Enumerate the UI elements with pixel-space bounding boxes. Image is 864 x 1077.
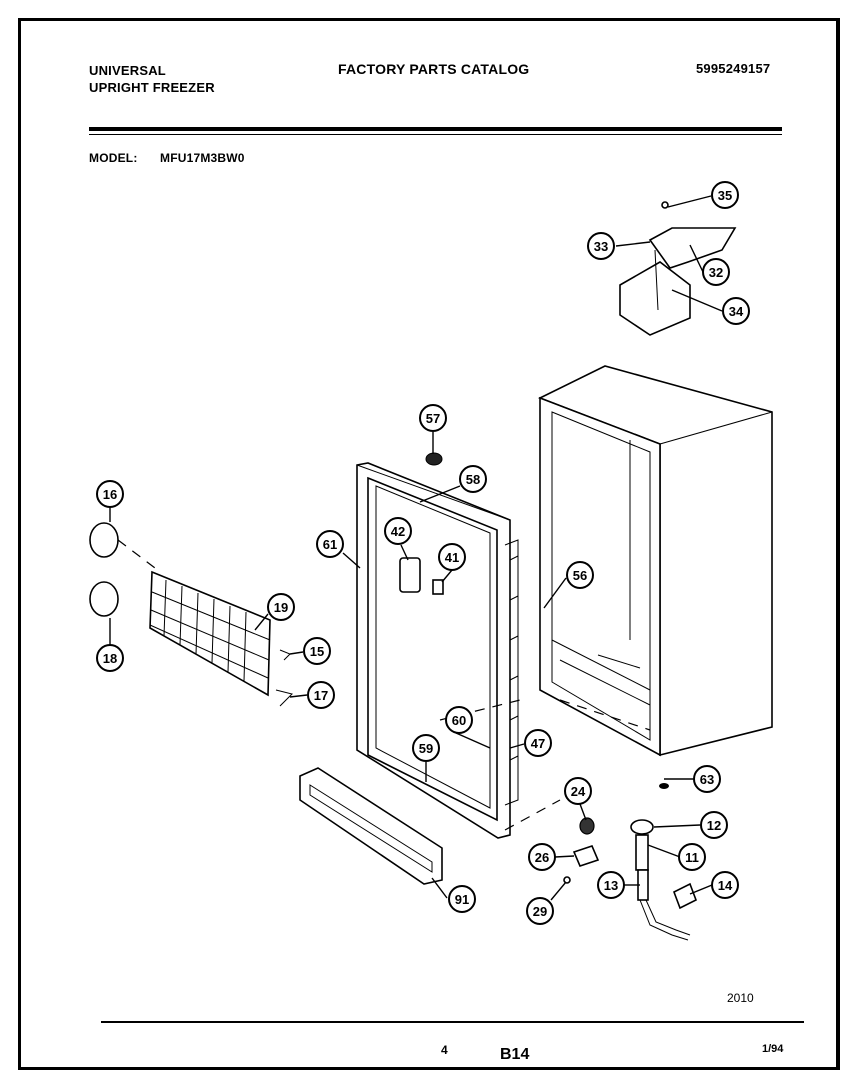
- svg-text:29: 29: [533, 904, 547, 919]
- page-number: 4: [441, 1043, 448, 1057]
- catalog-title: FACTORY PARTS CATALOG: [338, 61, 530, 77]
- callout-12: 12: [700, 811, 728, 839]
- svg-text:13: 13: [604, 878, 618, 893]
- screw-part: [279, 649, 291, 661]
- assembly-line: [117, 539, 156, 569]
- svg-text:41: 41: [445, 550, 459, 565]
- svg-text:19: 19: [274, 600, 288, 615]
- svg-text:15: 15: [310, 644, 324, 659]
- svg-text:58: 58: [466, 472, 480, 487]
- cabinet-part: [538, 365, 773, 757]
- callout-11: 11: [678, 843, 706, 871]
- callout-35: 35: [711, 181, 739, 209]
- kickplate-part: [299, 767, 443, 885]
- callout-34: 34: [722, 297, 750, 325]
- leg-parts: [563, 783, 698, 941]
- callout-29: 29: [526, 897, 554, 925]
- svg-text:17: 17: [314, 688, 328, 703]
- door-frame-part: [356, 462, 519, 839]
- svg-text:57: 57: [426, 411, 440, 426]
- svg-text:11: 11: [685, 850, 699, 865]
- header-rule-thin: [89, 134, 782, 135]
- callout-32: 32: [702, 258, 730, 286]
- top-hinge-part: [619, 201, 737, 336]
- svg-text:18: 18: [103, 651, 117, 666]
- svg-text:33: 33: [594, 239, 608, 254]
- drawing-number: 2010: [727, 991, 754, 1005]
- grille-part: [149, 570, 271, 697]
- svg-text:56: 56: [573, 568, 587, 583]
- callout-24: 24: [564, 777, 592, 805]
- callout-59: 59: [412, 734, 440, 762]
- callout-57: 57: [419, 404, 447, 432]
- revision-date: 1/94: [762, 1043, 784, 1055]
- callout-14: 14: [711, 871, 739, 899]
- callout-42: 42: [384, 517, 412, 545]
- svg-text:26: 26: [535, 850, 549, 865]
- model-value: MFU17M3BW0: [160, 151, 245, 165]
- callout-33: 33: [587, 232, 615, 260]
- svg-text:16: 16: [103, 487, 117, 502]
- callout-26: 26: [528, 843, 556, 871]
- svg-text:35: 35: [718, 188, 732, 203]
- assembly-line: [559, 699, 651, 731]
- switch-part: [399, 557, 421, 593]
- footer-rule: [101, 1021, 804, 1023]
- callout-58: 58: [459, 465, 487, 493]
- svg-text:63: 63: [700, 772, 714, 787]
- callout-47: 47: [524, 729, 552, 757]
- callout-17: 17: [307, 681, 335, 709]
- product-label: UPRIGHT FREEZER: [89, 80, 215, 95]
- callout-15: 15: [303, 637, 331, 665]
- svg-text:42: 42: [391, 524, 405, 539]
- callout-61: 61: [316, 530, 344, 558]
- svg-text:34: 34: [729, 304, 744, 319]
- callout-63: 63: [693, 765, 721, 793]
- callout-60: 60: [445, 706, 473, 734]
- clip-part: [275, 689, 293, 707]
- catalog-number: 5995249157: [696, 61, 771, 76]
- svg-text:12: 12: [707, 818, 721, 833]
- svg-text:32: 32: [709, 265, 723, 280]
- plug-part: [425, 452, 443, 466]
- svg-text:60: 60: [452, 713, 466, 728]
- svg-text:91: 91: [455, 892, 469, 907]
- header-rule-thick: [89, 127, 782, 131]
- callout-56: 56: [566, 561, 594, 589]
- leader-lines: [109, 195, 723, 901]
- svg-text:47: 47: [531, 736, 545, 751]
- callout-16: 16: [96, 480, 124, 508]
- svg-text:59: 59: [419, 741, 433, 756]
- brand-label: UNIVERSAL: [89, 63, 166, 78]
- callout-18: 18: [96, 644, 124, 672]
- section-code: B14: [500, 1046, 530, 1063]
- callout-41: 41: [438, 543, 466, 571]
- svg-text:61: 61: [323, 537, 337, 552]
- svg-text:24: 24: [571, 784, 586, 799]
- callout-13: 13: [597, 871, 625, 899]
- callout-19: 19: [267, 593, 295, 621]
- model-label: MODEL:: [89, 151, 138, 165]
- callout-91: 91: [448, 885, 476, 913]
- assembly-line: [439, 699, 521, 721]
- svg-text:14: 14: [718, 878, 733, 893]
- hinge-cover-part: [89, 581, 119, 617]
- page-border: [18, 18, 840, 1070]
- hinge-cover-part: [89, 522, 119, 558]
- clip-part: [432, 579, 444, 595]
- assembly-line: [504, 799, 561, 831]
